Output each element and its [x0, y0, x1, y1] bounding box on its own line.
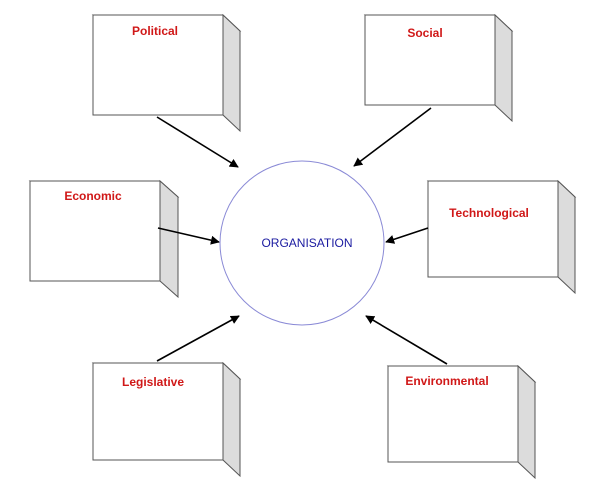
arrow-economic [157, 227, 220, 245]
factor-label-environmental: Environmental [405, 374, 488, 388]
arrow-social [353, 107, 432, 167]
factor-box-political: Political [91, 13, 242, 133]
arrow-legislative [156, 315, 240, 362]
organisation-label: ORGANISATION [261, 236, 352, 250]
arrow-environmental [365, 315, 448, 365]
organisation-node: ORGANISATION [219, 160, 385, 326]
factor-label-economic: Economic [64, 189, 122, 203]
factor-box-environmental: Environmental [386, 364, 537, 480]
arrows [156, 107, 448, 365]
factor-label-technological: Technological [449, 206, 529, 220]
arrow-technological [385, 227, 429, 244]
factor-box-social: Social [363, 13, 514, 123]
factor-label-social: Social [407, 26, 442, 40]
factor-label-political: Political [132, 24, 178, 38]
factor-box-technological: Technological [426, 179, 577, 295]
factor-box-legislative: Legislative [91, 361, 242, 478]
factor-label-legislative: Legislative [122, 375, 184, 389]
arrow-political [156, 116, 239, 168]
organisation-circle [219, 160, 385, 326]
factor-box-economic: Economic [28, 179, 180, 299]
